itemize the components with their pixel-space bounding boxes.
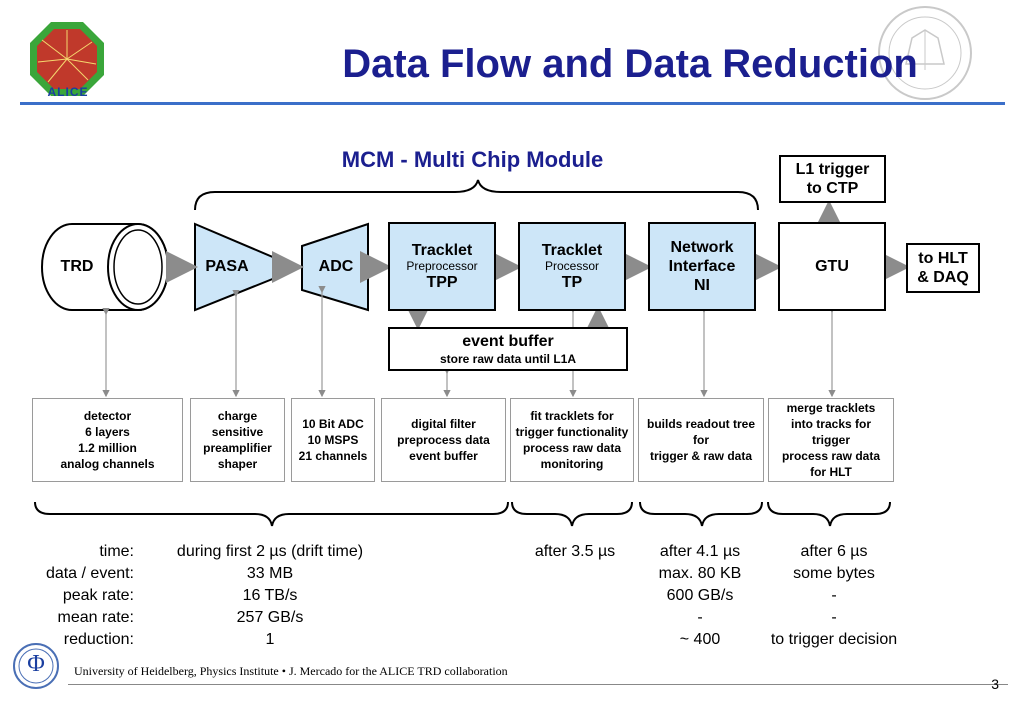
ni-line1: Network [670,238,734,256]
desc-line: preprocess data [397,432,490,447]
desc-line: trigger [811,432,850,447]
stat-col3-mean: - [697,609,703,626]
l1-trigger-box: L1 trigger to CTP [779,155,886,203]
desc-line: 1.2 million [78,441,137,455]
brace-gtu [767,501,891,527]
hlt-line2: & DAQ [917,269,969,286]
stat-col2-time: after 3.5 µs [534,543,616,560]
tp-line2: Processor [544,258,600,273]
brace-tp [511,501,633,527]
gtu-label: GTU [815,257,849,275]
hlt-line1: to HLT [918,249,968,267]
tp-line1: Tracklet [541,241,603,259]
desc-line: for HLT [810,465,852,480]
physics-institute-logo: Φ [12,642,60,690]
desc-line: 6 layers [85,424,130,439]
stat-label-reduction: reduction: [63,631,134,648]
stat-col1-reduction: 1 [265,631,275,648]
mcm-heading: MCM - Multi Chip Module [341,147,604,172]
stat-col4-reduction: to trigger decision [770,631,898,648]
page-title: Data Flow and Data Reduction [342,42,918,86]
page-number: 3 [991,676,999,692]
stat-col3-data: max. 80 KB [658,565,742,582]
desc-line: detector [83,408,132,423]
desc-line: process raw data [781,449,881,464]
stat-col3-reduction: ~ 400 [679,631,721,648]
gtu-block: GTU [778,222,886,311]
tpp-line2: Preprocessor [406,258,478,273]
desc-line: builds readout tree [646,416,756,431]
alice-logo-text: ALICE [47,85,89,99]
l1-line1: L1 trigger [795,160,870,178]
stat-col4-peak: - [831,587,837,604]
stat-col4-data: some bytes [793,565,875,582]
desc-line: trigger & raw data [649,449,753,464]
desc-line: 10 Bit ADC [302,416,364,431]
desc-line: analog channels [60,457,155,472]
phi-symbol: Φ [27,651,45,677]
desc-line: monitoring [540,457,604,472]
desc-line: shaper [217,457,258,472]
trd-label: TRD [60,258,94,276]
desc-line: trigger functionality [515,424,629,439]
tpp-block: Tracklet Preprocessor TPP [388,222,496,311]
tp-block: Tracklet Processor TP [518,222,626,311]
ni-line2: Interface [668,257,736,275]
stat-col4-mean: - [831,609,837,626]
stat-label-time: time: [99,543,134,560]
event-buffer-title: event buffer [462,333,554,351]
event-buffer-desc: store raw data until L1A [439,351,577,366]
desc-line: charge [217,408,258,423]
stat-label-data: data / event: [45,565,134,582]
tpp-line3: TPP [426,274,458,292]
stat-col3-peak: 600 GB/s [666,587,734,604]
ni-block: Network Interface NI [648,222,756,311]
stat-label-mean: mean rate: [57,609,134,626]
stat-label-peak: peak rate: [62,587,134,604]
desc-line: process raw data [522,441,622,455]
tpp-line1: Tracklet [411,241,473,259]
ni-line3: NI [694,277,710,295]
stat-col3-time: after 4.1 µs [659,543,741,560]
event-buffer-box: event buffer store raw data until L1A [388,327,628,371]
desc-line: fit tracklets for [530,408,614,423]
trd-cylinder [41,223,169,311]
stat-col1-peak: 16 TB/s [242,587,298,604]
desc-line: event buffer [409,449,478,464]
tp-line3: TP [561,274,583,292]
desc-line: 10 MSPS [307,432,359,447]
desc-line: digital filter [411,416,476,431]
desc-line: for [693,432,709,447]
adc-label: ADC [318,258,354,276]
alice-logo: ALICE [28,20,106,102]
stat-col1-data: 33 MB [246,565,294,582]
desc-line: merge tracklets [786,400,876,415]
hlt-daq-box: to HLT & DAQ [906,243,980,293]
pasa-label: PASA [205,258,249,276]
mcm-brace [194,179,759,211]
stat-col1-mean: 257 GB/s [236,609,304,626]
brace-ni [639,501,763,527]
l1-line2: to CTP [806,180,859,197]
footer-divider [68,684,1008,685]
desc-line: sensitive [211,424,264,439]
brace-front-end [34,501,509,527]
university-seal [876,4,974,102]
desc-line: 21 channels [298,449,368,464]
footer-text: University of Heidelberg, Physics Instit… [74,664,508,678]
title-divider [20,102,1005,105]
desc-line: into tracks for [790,416,871,431]
stat-col4-time: after 6 µs [800,543,868,560]
desc-line: preamplifier [203,441,272,455]
stat-col1-time: during first 2 µs (drift time) [176,543,364,560]
